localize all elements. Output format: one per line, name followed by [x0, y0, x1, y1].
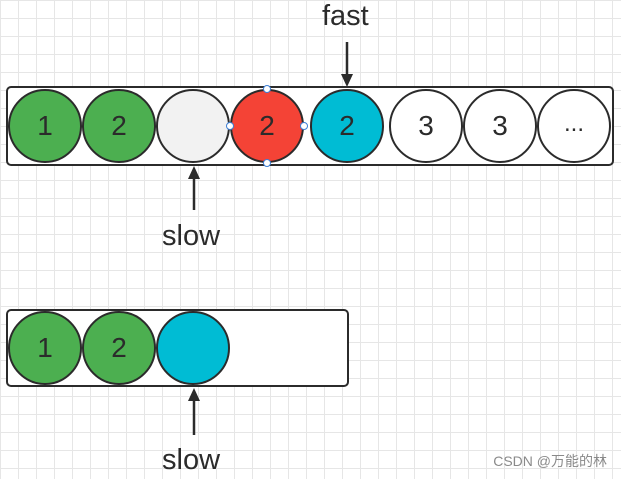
fast-pointer-arrow: [341, 42, 353, 87]
selection-handle-top[interactable]: [263, 85, 271, 93]
top-slow-pointer-label: slow: [162, 220, 221, 252]
fast-pointer-label: fast: [322, 0, 369, 32]
top-array-cell-4: 2: [310, 89, 384, 163]
top-array-cell-1: 2: [82, 89, 156, 163]
top-array-cell-3[interactable]: 2: [230, 89, 304, 163]
bottom-array-cell-2: [156, 311, 230, 385]
top-array-cell-5: 3: [389, 89, 463, 163]
bottom-array-cell-0: 1: [8, 311, 82, 385]
selection-handle-right[interactable]: [300, 122, 308, 130]
watermark: CSDN @万能的林: [493, 453, 607, 469]
top-array-cell-6: 3: [463, 89, 537, 163]
selection-handle-bottom[interactable]: [263, 159, 271, 167]
bottom-array-cell-1: 2: [82, 311, 156, 385]
selection-handle-left[interactable]: [226, 122, 234, 130]
top-array-cell-2: [156, 89, 230, 163]
top-slow-pointer-arrow: [188, 166, 200, 210]
top-array-cell-7: ...: [537, 89, 611, 163]
bottom-slow-pointer-arrow: [188, 388, 200, 435]
bottom-slow-pointer-label: slow: [162, 444, 221, 476]
top-array-cell-0: 1: [8, 89, 82, 163]
